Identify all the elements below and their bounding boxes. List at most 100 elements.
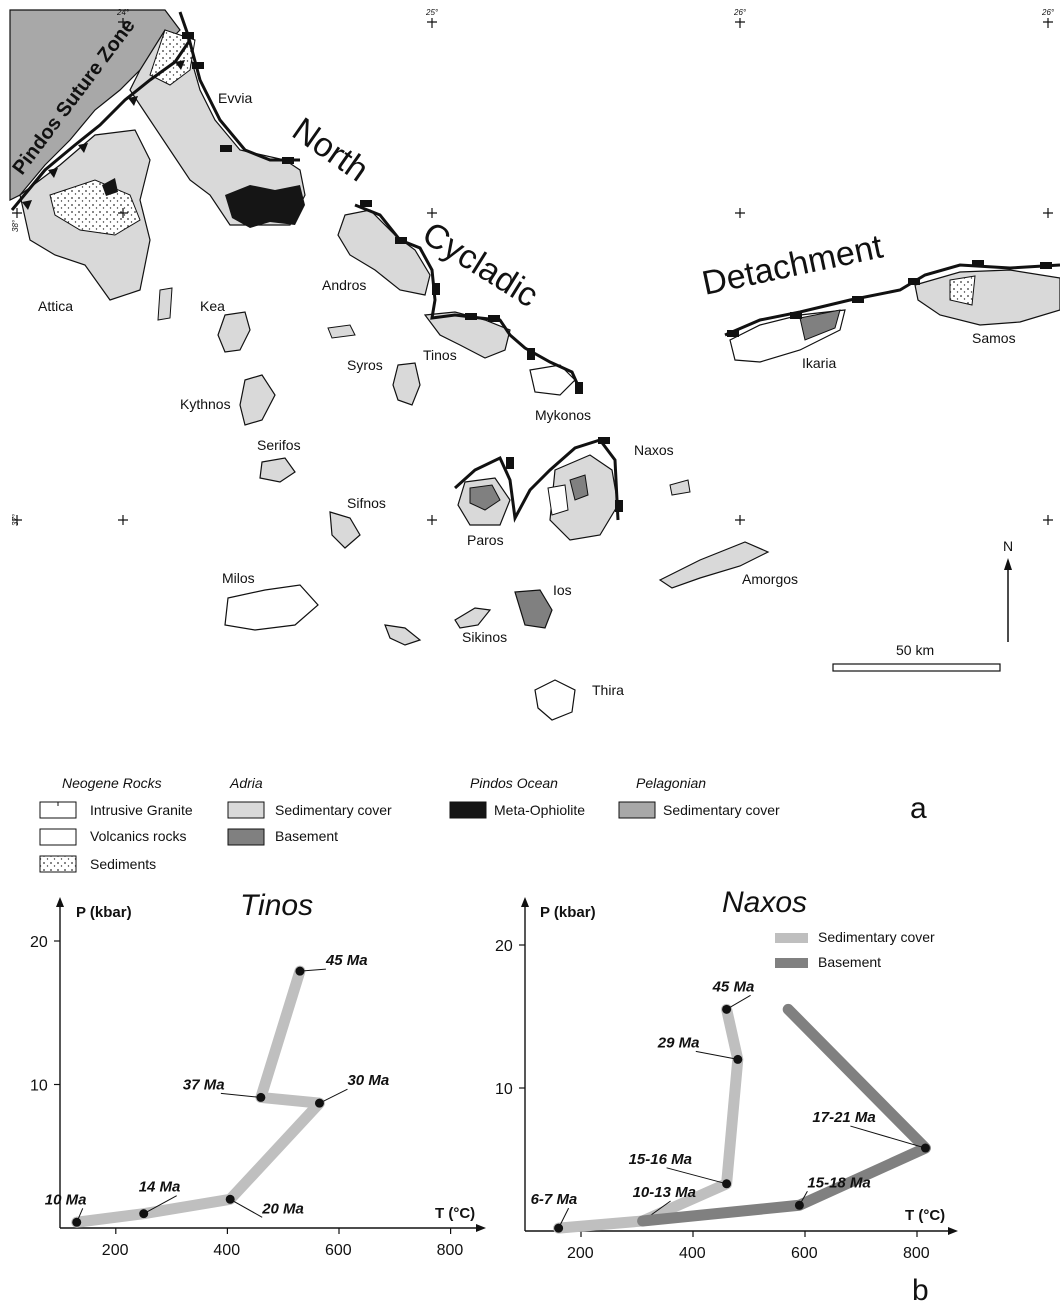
legend: Neogene Rocks Intrusive Granite Volcanic… bbox=[39, 775, 780, 873]
age-leader bbox=[220, 1092, 261, 1098]
panel-label-b: b bbox=[912, 1274, 929, 1307]
panel-label-a: a bbox=[910, 792, 927, 825]
samos-island bbox=[914, 269, 1060, 326]
swatch-volcanics bbox=[39, 828, 77, 846]
coord-37: 37° bbox=[11, 513, 20, 526]
naxos-basement bbox=[569, 474, 589, 501]
serifos-island bbox=[259, 457, 296, 483]
y-tick-label: 10 bbox=[30, 1078, 48, 1095]
legend-pelagonian: Sedimentary cover bbox=[663, 802, 780, 818]
y-tick-label: 10 bbox=[495, 1081, 513, 1098]
age-point bbox=[72, 1217, 82, 1227]
word-detachment: Detachment bbox=[699, 227, 887, 302]
x-tick-label: 400 bbox=[679, 1245, 706, 1262]
label-naxos: Naxos bbox=[634, 442, 674, 458]
coord-24: 24° bbox=[116, 8, 130, 17]
age-label: 29 Ma bbox=[657, 1034, 700, 1051]
age-leader bbox=[666, 1167, 727, 1185]
label-andros: Andros bbox=[322, 277, 366, 293]
label-kythnos: Kythnos bbox=[180, 396, 231, 412]
age-leader bbox=[726, 994, 751, 1010]
scale-label: 50 km bbox=[896, 642, 934, 658]
syros-island bbox=[392, 362, 421, 406]
grid-crosses bbox=[12, 18, 1053, 525]
x-tick-label: 600 bbox=[791, 1245, 818, 1262]
x-tick-label: 200 bbox=[102, 1242, 129, 1259]
ios-island bbox=[514, 589, 553, 629]
map: 24° 25° 26° 26° 38° 37° Pindos Suture Zo… bbox=[8, 8, 1060, 825]
label-sikinos: Sikinos bbox=[462, 629, 507, 645]
age-leader bbox=[143, 1195, 177, 1215]
age-leader bbox=[850, 1125, 926, 1149]
age-point bbox=[920, 1143, 930, 1153]
coord-25: 25° bbox=[425, 8, 439, 17]
kythnos-island bbox=[239, 374, 276, 426]
age-label: 15-18 Ma bbox=[807, 1174, 870, 1191]
label-samos: Samos bbox=[972, 330, 1016, 346]
age-label: 37 Ma bbox=[183, 1076, 225, 1093]
legend-head-pelagonian: Pelagonian bbox=[636, 775, 706, 791]
legend-head-adria: Adria bbox=[229, 775, 263, 791]
legend-naxos-basement: Basement bbox=[818, 954, 881, 970]
label-thira: Thira bbox=[592, 682, 624, 698]
age-leader bbox=[229, 1198, 263, 1218]
pt-path-0 bbox=[71, 965, 325, 1228]
pelagonian-mainland bbox=[9, 9, 181, 201]
naxos-island bbox=[549, 454, 619, 541]
legend-head-pindos: Pindos Ocean bbox=[470, 775, 558, 791]
y-axis-arrow bbox=[56, 897, 64, 907]
legend-head-neogene: Neogene Rocks bbox=[62, 775, 162, 791]
swatch-pelagonian bbox=[618, 801, 656, 819]
label-sifnos: Sifnos bbox=[347, 495, 386, 511]
age-point bbox=[722, 1179, 732, 1189]
label-amorgos: Amorgos bbox=[742, 571, 798, 587]
age-point bbox=[225, 1194, 235, 1204]
age-label: 14 Ma bbox=[139, 1179, 181, 1196]
age-label: 10 Ma bbox=[45, 1191, 87, 1208]
x-tick-label: 400 bbox=[213, 1242, 240, 1259]
scale-bar bbox=[832, 663, 1001, 672]
small-islet-3 bbox=[669, 479, 691, 496]
detachment-line-naxos bbox=[453, 438, 620, 523]
sifnos-island bbox=[329, 511, 361, 549]
age-leader bbox=[695, 1050, 738, 1060]
thira-island bbox=[534, 679, 576, 721]
swatch-sediments bbox=[39, 855, 77, 873]
age-point bbox=[794, 1200, 804, 1210]
detachment-teeth bbox=[182, 32, 1052, 512]
y-tick-label: 20 bbox=[30, 934, 48, 951]
age-point bbox=[256, 1092, 266, 1102]
label-tinos: Tinos bbox=[423, 347, 457, 363]
ylabel-naxos: P (kbar) bbox=[540, 904, 596, 921]
pt-path-1 bbox=[637, 1003, 931, 1227]
age-label: 17-21 Ma bbox=[812, 1109, 875, 1126]
x-axis-arrow bbox=[476, 1224, 486, 1232]
north-label: N bbox=[1003, 538, 1013, 554]
legend-granite: Intrusive Granite bbox=[90, 802, 193, 818]
north-arrow-head bbox=[1004, 558, 1012, 570]
label-serifos: Serifos bbox=[257, 437, 301, 453]
x-tick-label: 600 bbox=[325, 1242, 352, 1259]
amorgos-island bbox=[658, 541, 770, 589]
age-point bbox=[722, 1004, 732, 1014]
label-ios: Ios bbox=[553, 582, 572, 598]
x-tick-label: 200 bbox=[567, 1245, 594, 1262]
legend-sediments: Sediments bbox=[90, 856, 156, 872]
small-islet-2 bbox=[327, 324, 356, 339]
mainland-ophiolite bbox=[102, 178, 118, 196]
folegandros-island bbox=[384, 624, 422, 646]
x-tick-label: 800 bbox=[903, 1245, 930, 1262]
y-axis-arrow bbox=[521, 897, 529, 907]
milos-island bbox=[224, 584, 319, 631]
xlabel-tinos: T (°C) bbox=[435, 1205, 475, 1222]
ylabel-tinos: P (kbar) bbox=[76, 904, 132, 921]
swatch-adria-basement bbox=[227, 828, 265, 846]
label-kea: Kea bbox=[200, 298, 225, 314]
age-point bbox=[733, 1054, 743, 1064]
evvia-ophiolite bbox=[225, 185, 305, 228]
x-axis-arrow bbox=[948, 1227, 958, 1235]
coord-26b: 26° bbox=[1041, 8, 1055, 17]
